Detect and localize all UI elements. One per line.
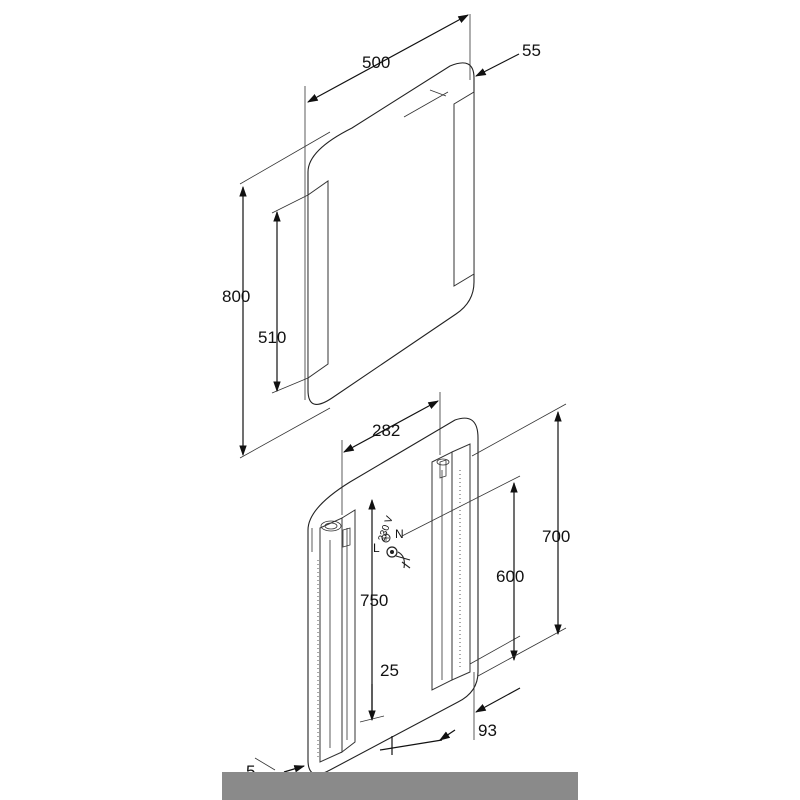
mirror-back-view: 230 V L N <box>307 417 479 775</box>
mirror-front-view <box>307 62 475 405</box>
mirror-panel <box>307 62 475 405</box>
dimension-label-55: 55 <box>522 41 541 60</box>
dimension-label-93: 93 <box>478 721 497 740</box>
dimension-label-750: 750 <box>360 591 388 610</box>
left-mounting-bracket <box>319 509 356 763</box>
dimension-label-25: 25 <box>380 661 399 680</box>
dimension-label-5: 5 <box>246 762 255 781</box>
dimension-600: 600 <box>401 475 524 665</box>
dimension-282: 282 <box>341 392 441 515</box>
bottom-gray-bar <box>222 772 578 800</box>
dimension-5: 5 <box>246 757 306 781</box>
dimension-25: 25 <box>359 661 399 723</box>
dimension-700: 700 <box>471 403 570 677</box>
right-light-strip <box>453 91 475 287</box>
dimension-label-282: 282 <box>372 421 400 440</box>
dimension-500: 500 <box>304 14 471 400</box>
live-label: L <box>373 541 380 555</box>
left-light-strip <box>307 180 329 379</box>
cable-icon <box>395 551 411 569</box>
dimension-label-800: 800 <box>222 287 250 306</box>
dimension-800: 800 <box>222 131 331 459</box>
neutral-label: N <box>395 527 404 541</box>
dimension-55: 55 <box>475 41 541 77</box>
mirror-back-panel <box>307 417 479 775</box>
dimension-750: 750 <box>360 498 388 720</box>
power-connection: 230 V L N <box>373 514 411 569</box>
dimension-label-510: 510 <box>258 328 286 347</box>
dimension-label-500: 500 <box>362 53 390 72</box>
dimension-93: 93 <box>379 672 521 755</box>
dimension-label-700: 700 <box>542 527 570 546</box>
right-mounting-bracket <box>431 443 471 691</box>
dimension-510: 510 <box>258 194 309 394</box>
voltage-label: 230 V <box>376 514 395 543</box>
dimension-label-600: 600 <box>496 567 524 586</box>
